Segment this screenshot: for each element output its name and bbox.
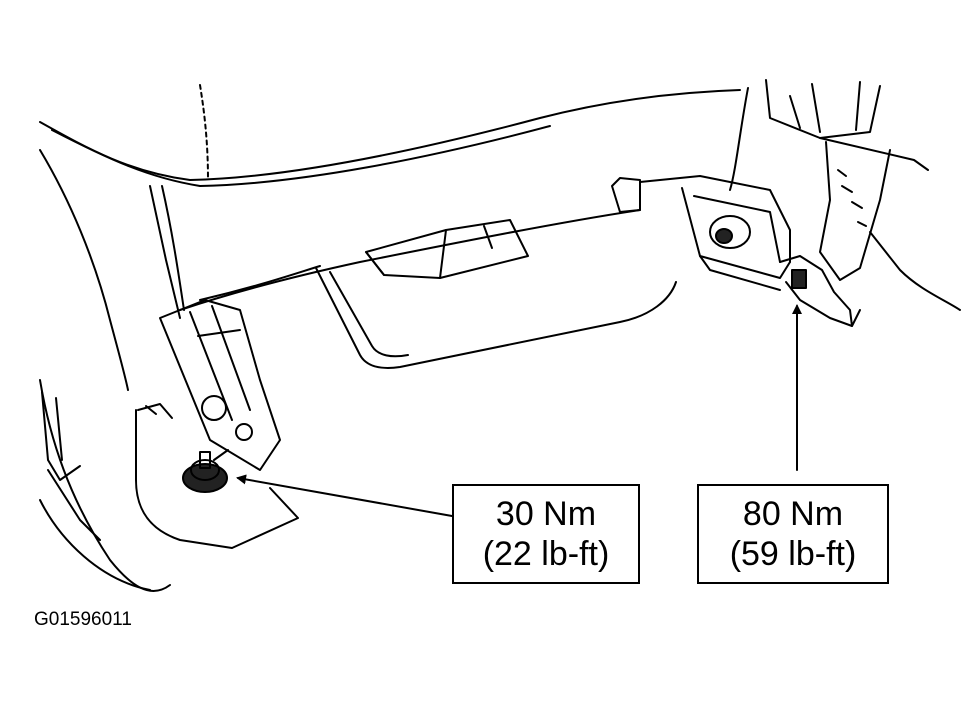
front-bolt: [182, 449, 229, 493]
callout-arrows: [236, 304, 802, 517]
figure-id: G01596011: [34, 609, 132, 630]
seat-underside-tray: [315, 219, 677, 369]
rear-bolt-torque-callout: 80 Nm (59 lb-ft): [697, 484, 889, 584]
rear-torque-nm: 80 Nm: [742, 495, 844, 533]
rear-anchor-assembly: [611, 79, 961, 327]
front-hinge-bracket: [135, 299, 299, 549]
front-torque-nm: 30 Nm: [495, 495, 597, 533]
front-torque-lbft: (22 lb-ft): [482, 535, 610, 573]
left-callout-arrow: [236, 474, 453, 517]
seat-cushion: [39, 84, 741, 391]
rear-torque-lbft: (59 lb-ft): [729, 535, 857, 573]
floor-trim: [39, 379, 171, 592]
front-bolt-torque-callout: 30 Nm (22 lb-ft): [452, 484, 640, 584]
